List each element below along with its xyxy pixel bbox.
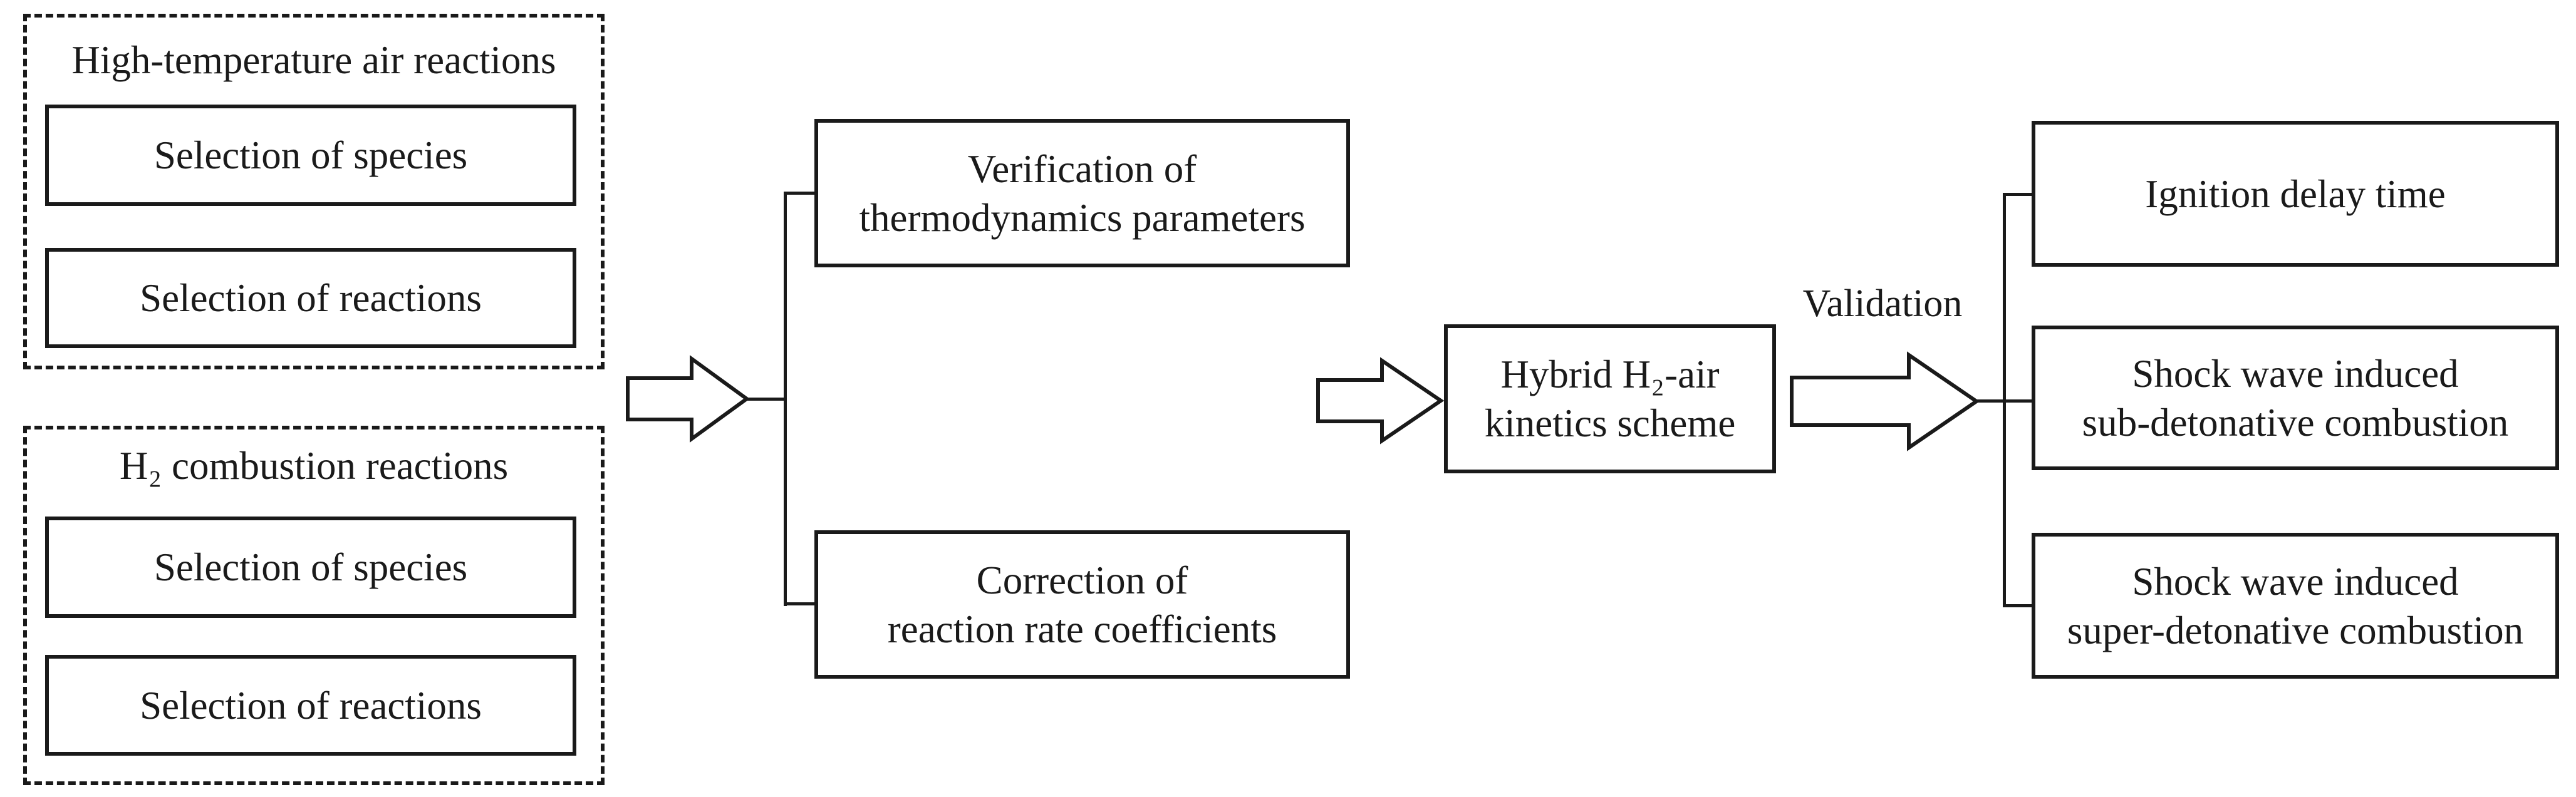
group2-title: H₂ combustion reactions — [119, 444, 509, 488]
bracket-left-vertical — [784, 192, 787, 606]
box-verification-thermodynamics: Verification of thermodynamics parameter… — [814, 119, 1350, 267]
group-h2-combustion-reactions — [23, 426, 605, 785]
bracket-right-top-elbow — [2003, 193, 2032, 196]
bracket-right-bottom-elbow — [2003, 604, 2032, 607]
flow-arrow-icon — [1316, 357, 1445, 445]
box-selection-of-reactions-h2: Selection of reactions — [45, 655, 576, 756]
bracket-right-vertical — [2003, 193, 2006, 607]
box-ignition-delay-time: Ignition delay time — [2032, 121, 2559, 267]
connector-stub-left — [747, 398, 786, 401]
box-selection-of-species-h2: Selection of species — [45, 517, 576, 618]
box-selection-of-species-air: Selection of species — [45, 105, 576, 206]
group1-title: High-temperature air reactions — [71, 38, 556, 82]
group-high-temperature-air-reactions — [23, 14, 605, 369]
box-hybrid-h2-air-kinetics-scheme: Hybrid H₂-air kinetics scheme — [1444, 324, 1776, 473]
flow-arrow-icon — [626, 355, 750, 443]
box-super-detonative-combustion: Shock wave induced super-detonative comb… — [2032, 533, 2559, 679]
bracket-left-top-elbow — [784, 192, 814, 195]
box-sub-detonative-combustion: Shock wave induced sub-detonative combus… — [2032, 326, 2559, 470]
validation-label: Validation — [1802, 282, 1963, 325]
bracket-left-bottom-elbow — [784, 602, 814, 605]
box-correction-rate-coefficients: Correction of reaction rate coefficients — [814, 530, 1350, 679]
flow-arrow-icon — [1790, 351, 1980, 451]
box-selection-of-reactions-air: Selection of reactions — [45, 248, 576, 348]
